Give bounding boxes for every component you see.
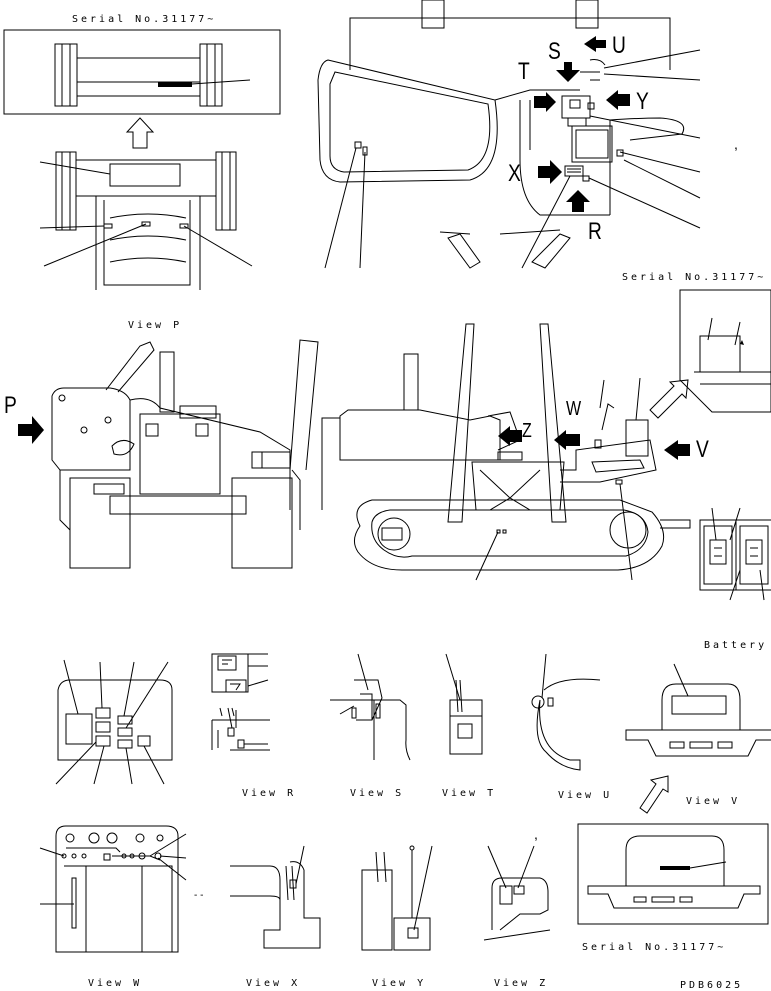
arrow-w-icon — [554, 430, 580, 450]
letter-p: P — [4, 392, 17, 419]
view-z-parts — [483, 845, 551, 941]
rear-view-machine — [39, 151, 253, 290]
view-x-label: View X — [246, 978, 301, 989]
letter-t: T — [518, 58, 530, 85]
letter-w: W — [566, 398, 582, 420]
letter-s: S — [548, 38, 561, 65]
machine-rear-view-p — [51, 339, 319, 569]
arrow-diagonal-icon — [649, 379, 689, 419]
arrow-z-icon — [498, 426, 522, 446]
inset-corner-view — [649, 289, 771, 419]
view-v-label: View V — [686, 796, 741, 807]
panel-left-row3 — [55, 659, 173, 785]
stray-comma-1: , — [734, 136, 738, 152]
serial-label-top-left: Serial No.31177~ — [72, 14, 217, 25]
arrow-down-left-icon — [639, 775, 669, 814]
serial-label-top-right: Serial No.31177~ — [622, 272, 767, 283]
arrow-v-icon — [664, 440, 690, 460]
arrow-group-side — [498, 426, 690, 460]
view-v-battery — [625, 663, 771, 814]
letter-x: X — [508, 160, 521, 187]
view-y-label: View Y — [372, 978, 427, 989]
view-t-parts — [445, 653, 483, 755]
arrow-group-top-right — [534, 36, 630, 212]
komatsu-logo-decal-battery — [660, 866, 690, 870]
arrow-x-icon — [538, 160, 562, 184]
view-u-parts — [531, 653, 601, 771]
arrow-p-icon — [18, 416, 44, 444]
fuse-box-pair — [699, 507, 771, 601]
arrow-r-icon — [566, 190, 590, 212]
letter-u: U — [612, 32, 626, 59]
view-p-label: View P — [128, 320, 183, 331]
letter-v: V — [696, 436, 709, 463]
view-s-label: View S — [350, 788, 405, 799]
letter-y: Y — [636, 88, 649, 115]
stray-comma-2: , — [534, 826, 538, 842]
view-x-parts — [230, 845, 321, 949]
view-t-label: View T — [442, 788, 497, 799]
arrow-y-icon — [606, 90, 630, 110]
serial-label-bottom-right: Serial No.31177~ — [582, 942, 727, 953]
inset-top-left — [3, 29, 281, 115]
inset-bottom-right — [577, 823, 769, 925]
komatsu-logo-decal — [158, 82, 192, 87]
arrow-t-icon — [534, 92, 556, 112]
view-w-label: View W — [88, 978, 143, 989]
cab-interior-view — [317, 0, 701, 269]
arrow-t-down-icon — [556, 62, 580, 82]
letter-r: R — [588, 218, 602, 245]
up-arrow-icon — [125, 117, 155, 149]
letter-z: Z — [522, 420, 532, 442]
view-u-label: View U — [558, 790, 613, 801]
battery-label: Battery — [704, 640, 768, 651]
machine-side-view — [321, 323, 691, 581]
view-r-parts — [211, 653, 270, 751]
view-r-label: View R — [242, 788, 297, 799]
view-z-label: View Z — [494, 978, 549, 989]
part-code-label: PDB6025 — [680, 980, 744, 991]
stray-dash: - - — [194, 890, 204, 901]
view-s-parts — [330, 653, 411, 761]
arrow-u-icon — [584, 36, 606, 52]
view-y-parts — [361, 845, 433, 951]
view-w-dashboard — [39, 825, 187, 953]
